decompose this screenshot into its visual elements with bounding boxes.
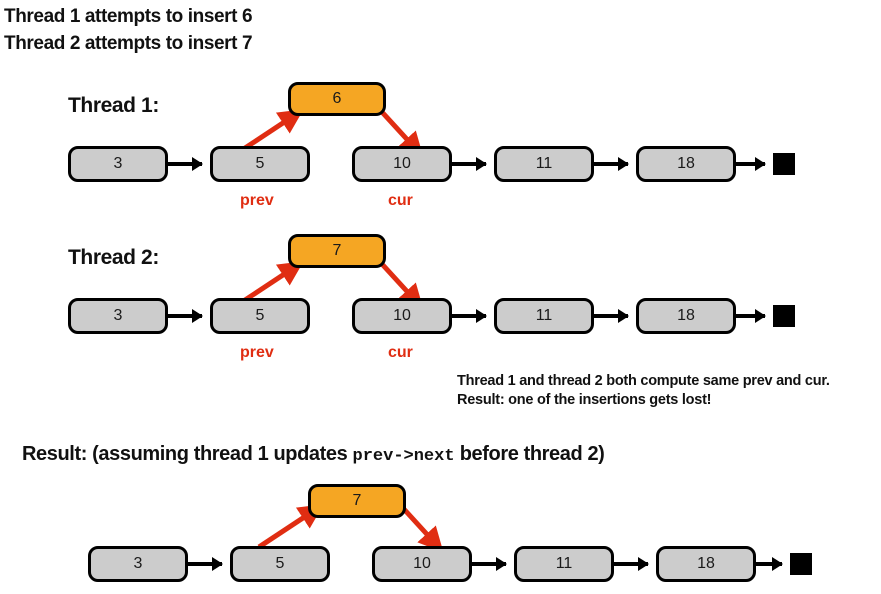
result-node-4-value: 18 — [697, 555, 715, 572]
result-next-arrow-0 — [188, 557, 223, 571]
headline-thread2-insert: Thread 2 attempts to insert 7 — [4, 33, 253, 54]
thread1-node-2: 10 — [352, 146, 452, 182]
thread1-node-1-value: 5 — [255, 155, 265, 172]
thread2-null-terminator — [773, 305, 795, 327]
thread1-null-terminator — [773, 153, 795, 175]
thread1-cur-label: cur — [388, 192, 413, 209]
thread2-node-4: 18 — [636, 298, 736, 334]
thread2-new-node: 7 — [288, 234, 386, 268]
thread2-node-0: 3 — [68, 298, 168, 334]
thread1-node-0: 3 — [68, 146, 168, 182]
thread1-next-arrow-0 — [168, 157, 203, 171]
race-condition-note-line1: Thread 1 and thread 2 both compute same … — [457, 373, 830, 389]
thread2-node-3: 11 — [494, 298, 594, 334]
thread1-label: Thread 1: — [68, 94, 159, 117]
arrow-new-to-cur-result — [400, 505, 444, 553]
thread2-next-arrow-0 — [168, 309, 203, 323]
thread1-node-4: 18 — [636, 146, 736, 182]
result-node-4: 18 — [656, 546, 756, 582]
thread1-node-1: 5 — [210, 146, 310, 182]
headline-thread1-insert: Thread 1 attempts to insert 6 — [4, 6, 253, 27]
thread1-next-arrow-4 — [736, 157, 766, 171]
thread2-prev-label: prev — [240, 344, 274, 361]
result-node-0-value: 3 — [133, 555, 143, 572]
thread2-node-3-value: 11 — [535, 307, 553, 324]
arrow-prev-to-new-result — [257, 504, 324, 550]
thread1-node-0-value: 3 — [113, 155, 123, 172]
result-heading-suffix: before thread 2) — [454, 443, 605, 465]
race-condition-note: Thread 1 and thread 2 both compute same … — [457, 372, 830, 410]
result-node-2: 10 — [372, 546, 472, 582]
result-node-3: 11 — [514, 546, 614, 582]
result-node-1-value: 5 — [275, 555, 285, 572]
thread1-next-arrow-2 — [452, 157, 487, 171]
thread1-node-2-value: 10 — [393, 155, 411, 172]
arrow-new-to-cur-t1 — [380, 110, 424, 158]
thread2-node-1: 5 — [210, 298, 310, 334]
thread1-new-node-value: 6 — [332, 90, 342, 107]
result-next-arrow-4 — [756, 557, 783, 571]
arrow-new-to-cur-t2 — [380, 262, 424, 310]
result-node-0: 3 — [88, 546, 188, 582]
thread2-next-arrow-2 — [452, 309, 487, 323]
thread2-node-1-value: 5 — [255, 307, 265, 324]
result-next-arrow-2 — [472, 557, 507, 571]
result-node-3-value: 11 — [555, 555, 573, 572]
thread2-label: Thread 2: — [68, 246, 159, 269]
result-new-node: 7 — [308, 484, 406, 518]
result-heading-code: prev->next — [352, 447, 455, 466]
result-new-node-value: 7 — [352, 492, 362, 509]
result-next-arrow-3 — [614, 557, 649, 571]
thread2-node-2-value: 10 — [393, 307, 411, 324]
race-condition-note-line2: Result: one of the insertions gets lost! — [457, 392, 712, 408]
thread2-next-arrow-3 — [594, 309, 629, 323]
thread1-new-node: 6 — [288, 82, 386, 116]
result-node-2-value: 10 — [413, 555, 431, 572]
result-heading-prefix: Result: (assuming thread 1 updates — [22, 443, 353, 465]
thread2-new-node-value: 7 — [332, 242, 342, 259]
thread2-node-4-value: 18 — [677, 307, 695, 324]
result-heading: Result: (assuming thread 1 updates prev-… — [22, 443, 605, 466]
thread1-node-3: 11 — [494, 146, 594, 182]
thread2-node-2: 10 — [352, 298, 452, 334]
thread1-node-4-value: 18 — [677, 155, 695, 172]
result-null-terminator — [790, 553, 812, 575]
result-node-1: 5 — [230, 546, 330, 582]
thread2-node-0-value: 3 — [113, 307, 123, 324]
thread2-cur-label: cur — [388, 344, 413, 361]
thread2-next-arrow-4 — [736, 309, 766, 323]
thread1-prev-label: prev — [240, 192, 274, 209]
thread1-node-3-value: 11 — [535, 155, 553, 172]
thread1-next-arrow-3 — [594, 157, 629, 171]
